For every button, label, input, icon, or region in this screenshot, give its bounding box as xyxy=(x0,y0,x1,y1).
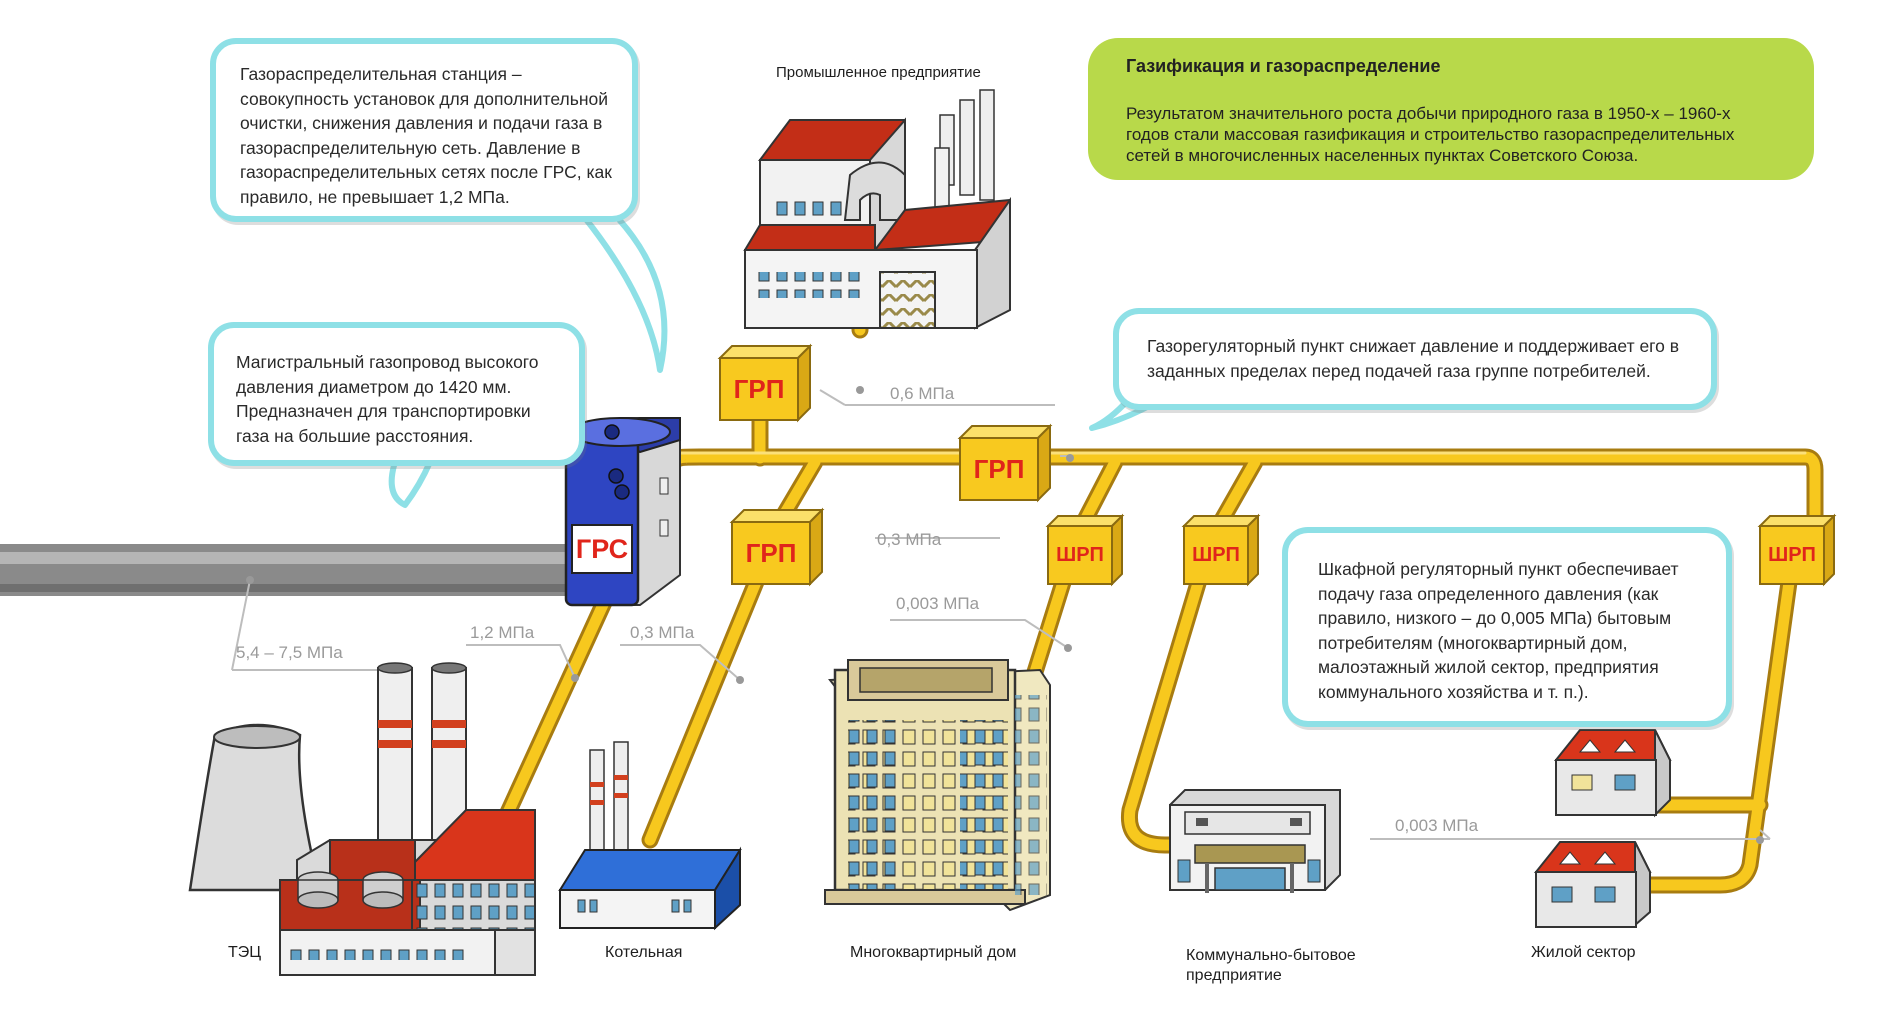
callout-grs-station: Газораспределительная станция – совокупн… xyxy=(210,38,638,222)
callout-shrp: Шкафной регуляторный пункт обеспечивает … xyxy=(1282,527,1732,727)
shrp-box-3: ШРП xyxy=(1757,513,1837,587)
label-residential: Жилой сектор xyxy=(1531,944,1636,961)
label-industrial: Промышленное предприятие xyxy=(776,64,981,81)
boiler-house xyxy=(558,741,742,931)
pressure-residential: 0,003 МПа xyxy=(1395,816,1479,835)
shrp-2-label: ШРП xyxy=(1192,544,1240,566)
grp-boiler-label: ГРП xyxy=(746,538,797,568)
apartment-building xyxy=(824,659,1051,912)
label-apartment: Многоквартирный дом xyxy=(850,944,1017,961)
pressure-leader-lines xyxy=(231,389,1771,840)
callout-main-pipeline: Магистральный газопровод высокого давлен… xyxy=(208,322,585,466)
pressure-boiler: 0,3 МПа xyxy=(630,623,695,642)
grp-box-center: ГРП xyxy=(957,423,1053,503)
grp-box-boiler: ГРП xyxy=(729,507,825,587)
regulator-units: ГРП ГРП ГРП ШРП ШРП xyxy=(576,343,1837,587)
callout-grs-text: Газораспределительная станция – совокупн… xyxy=(240,64,612,207)
grs-label: ГРС xyxy=(576,534,628,564)
industrial-enterprise xyxy=(743,89,1011,330)
pressure-apartment: 0,003 МПа xyxy=(896,594,980,613)
communal-enterprise xyxy=(1169,789,1341,893)
header-panel: Газификация и газораспределение Результа… xyxy=(1088,38,1814,180)
pressure-main: 5,4 – 7,5 МПа xyxy=(236,643,343,662)
residential-houses xyxy=(1533,729,1672,928)
label-tec: ТЭЦ xyxy=(228,944,262,961)
grs-station xyxy=(564,417,681,607)
label-communal: Коммунально-бытовое предприятие xyxy=(1186,947,1356,984)
pressure-industrial: 0,6 МПа xyxy=(890,384,955,403)
shrp-box-1: ШРП xyxy=(1045,513,1125,587)
grp-box-industrial: ГРП xyxy=(717,343,813,423)
callout-grp-text: Газорегуляторный пункт снижает давление … xyxy=(1147,336,1680,381)
header-text: Результатом значительного роста добычи п… xyxy=(1126,104,1735,165)
callout-shrp-text: Шкафной регуляторный пункт обеспечивает … xyxy=(1318,559,1679,702)
label-boiler: Котельная xyxy=(605,944,683,961)
grp-center-label: ГРП xyxy=(974,454,1025,484)
shrp-box-2: ШРП xyxy=(1181,513,1261,587)
shrp-1-label: ШРП xyxy=(1056,544,1104,566)
pressure-mid: 0,3 МПа xyxy=(877,530,942,549)
main-pipeline xyxy=(0,544,570,596)
shrp-3-label: ШРП xyxy=(1768,544,1816,566)
tec-plant xyxy=(188,662,536,976)
header-title: Газификация и газораспределение xyxy=(1126,56,1441,76)
callout-pipeline-text: Магистральный газопровод высокого давлен… xyxy=(236,352,539,446)
grp-industrial-label: ГРП xyxy=(734,374,785,404)
pressure-after-grs: 1,2 МПа xyxy=(470,623,535,642)
callout-grp: Газорегуляторный пункт снижает давление … xyxy=(1113,308,1717,410)
